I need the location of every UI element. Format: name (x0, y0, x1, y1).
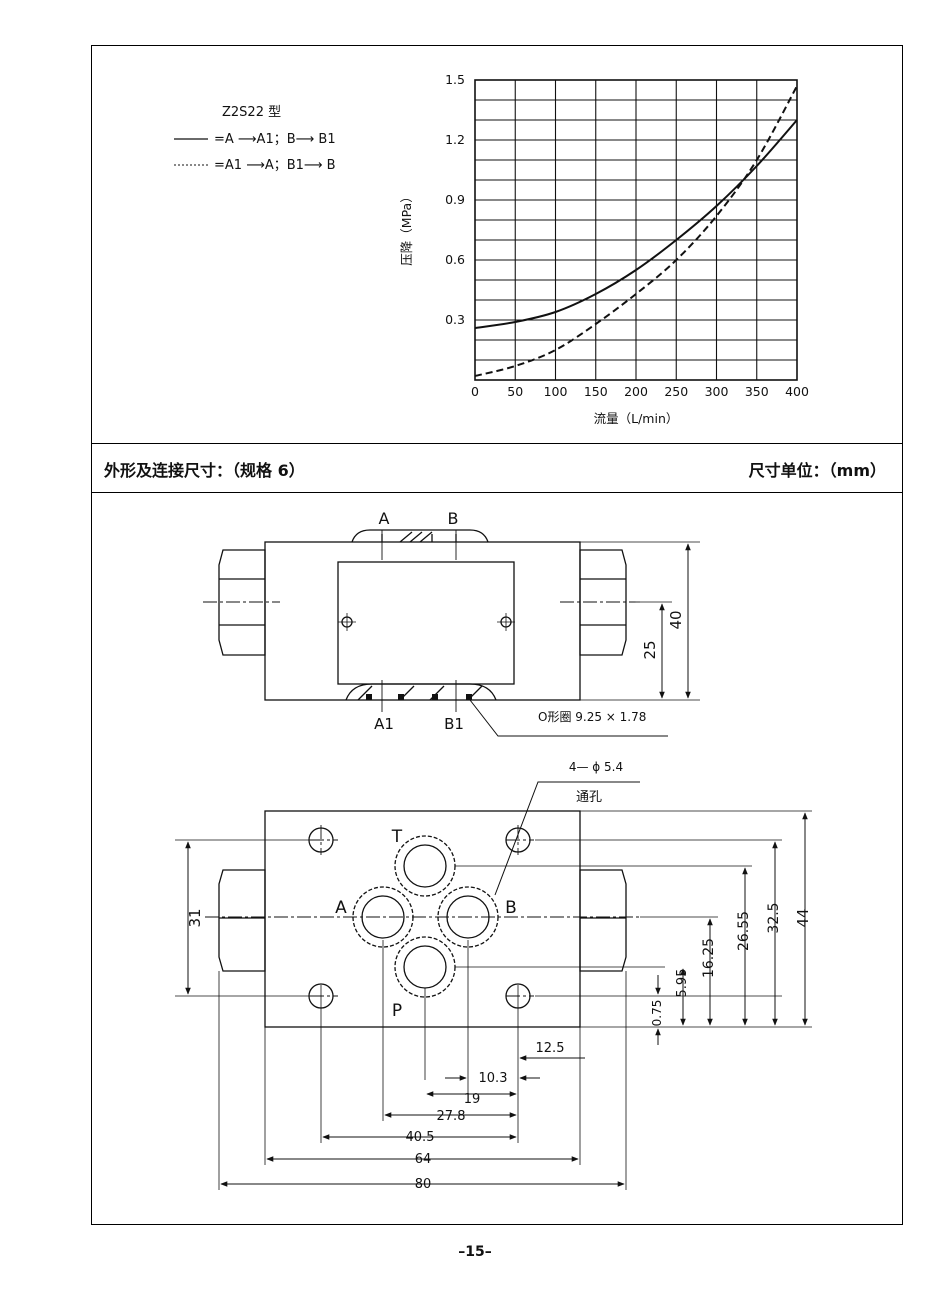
y-tick-label: 1.2 (445, 132, 465, 147)
page-number: –15– (458, 1244, 492, 1260)
pressure-drop-chart: 0 50 100 150 200 250 300 350 400 0.3 0.6 0.9 1.2 1.5… (399, 72, 809, 426)
y-axis-label: 压降（MPa） (399, 190, 414, 265)
dim-5-95: 5.95 (675, 969, 690, 998)
side-view-labels: A B A1 B1 O形圈 9.25 × 1.78 25 40 (374, 509, 685, 733)
x-tick-label: 0 (471, 384, 479, 399)
dim-25: 25 (641, 640, 659, 659)
valve-port-face (175, 781, 812, 1190)
right-nut (579, 549, 627, 656)
legend: Z2S22 型 =A ⟶A1；B⟶ B1 =A1 ⟶A；B1⟶ B (174, 105, 336, 173)
chart-grid (475, 80, 797, 380)
series-dashed-line (474, 85, 798, 377)
x-tick-label: 200 (624, 384, 648, 399)
valve-body-side (264, 541, 581, 701)
valve-body-face (264, 810, 581, 1028)
divider-bottom (91, 492, 903, 493)
y-tick-label: 1.5 (445, 72, 465, 87)
top-port-cut (351, 529, 489, 543)
left-nut-face (218, 869, 266, 972)
dim-0-75: 0.75 (650, 1000, 664, 1027)
port-b-label: B (448, 509, 459, 528)
right-nut-face (579, 869, 627, 972)
hole-leader (494, 781, 640, 896)
dim-40-5: 40.5 (406, 1130, 435, 1145)
dim-40: 40 (667, 610, 685, 629)
port-a-label: A (379, 509, 390, 528)
dim-16-25: 16.25 (701, 938, 717, 978)
x-tick-label: 50 (507, 384, 523, 399)
port-p (403, 945, 447, 989)
port-t-label: T (391, 827, 403, 847)
dim-31: 31 (186, 908, 204, 927)
y-tick-labels: 0.3 0.6 0.9 1.2 1.5 (445, 72, 465, 327)
page-frame (91, 45, 903, 1225)
port-a-label-face: A (335, 898, 347, 918)
x-tick-label: 300 (705, 384, 729, 399)
section-title-right: 尺寸单位：（mm） (748, 461, 886, 480)
port-face-labels: 4— ϕ 5.4 通孔 T A B P 31 44 32.5 26.55 16.… (186, 760, 812, 1192)
x-tick-label: 350 (745, 384, 769, 399)
chart-plot-border (474, 79, 798, 381)
legend-model: Z2S22 型 (222, 105, 281, 120)
section-title-left: 外形及连接尺寸：（规格 6） (104, 461, 305, 480)
port-b-label-face: B (505, 898, 517, 918)
x-tick-label: 250 (664, 384, 688, 399)
valve-side-view (203, 529, 700, 737)
dim-26-55: 26.55 (736, 911, 752, 951)
dim-64: 64 (415, 1152, 432, 1167)
y-tick-label: 0.9 (445, 192, 465, 207)
valve-cover-plate (337, 561, 515, 685)
legend-solid-label: =A ⟶A1；B⟶ B1 (214, 132, 336, 147)
y-tick-label: 0.6 (445, 252, 465, 267)
dim-44: 44 (794, 908, 812, 927)
port-t (403, 844, 447, 888)
divider-top (91, 443, 903, 444)
port-p-label: P (392, 1001, 402, 1021)
bottom-port-cut (345, 683, 497, 701)
x-tick-label: 100 (544, 384, 568, 399)
dim-10-3: 10.3 (479, 1071, 508, 1086)
y-tick-label: 0.3 (445, 312, 465, 327)
dim-19: 19 (464, 1092, 481, 1107)
hole-spec-label: 4— ϕ 5.4 (569, 760, 623, 774)
left-nut (218, 549, 266, 656)
port-a1-label: A1 (374, 715, 394, 733)
x-axis-label: 流量（L/min） (594, 411, 679, 426)
legend-dashed-label: =A1 ⟶A；B1⟶ B (214, 158, 336, 173)
dim-32-5: 32.5 (766, 902, 782, 933)
dim-80: 80 (415, 1177, 432, 1192)
dim-27-8: 27.8 (437, 1109, 466, 1124)
port-b1-label: B1 (444, 715, 464, 733)
x-tick-label: 400 (785, 384, 809, 399)
x-tick-label: 150 (584, 384, 608, 399)
hole-through-label: 通孔 (576, 790, 602, 805)
dim-12-5: 12.5 (536, 1041, 565, 1056)
oring-label: O形圈 9.25 × 1.78 (538, 710, 646, 724)
oring-leader (469, 699, 668, 737)
chart-series (474, 85, 798, 377)
x-tick-labels: 0 50 100 150 200 250 300 350 400 (471, 384, 809, 399)
